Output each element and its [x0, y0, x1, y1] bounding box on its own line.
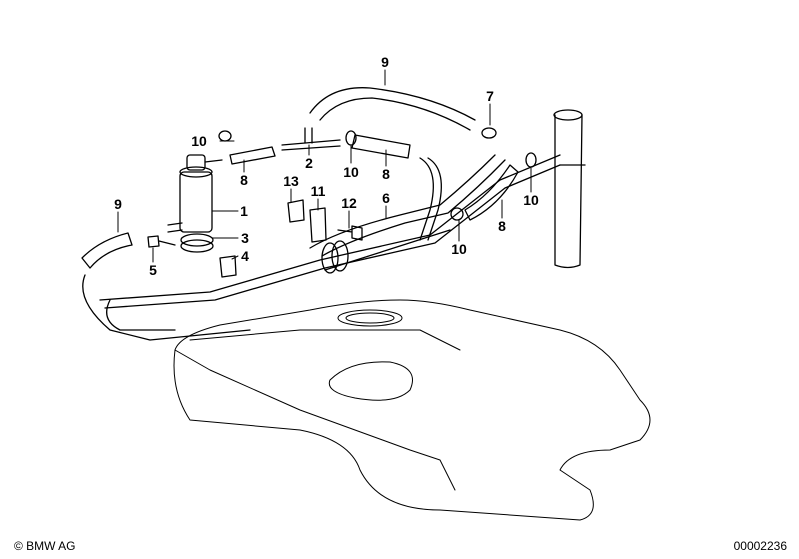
leader-lines — [117, 69, 532, 263]
grommet-11 — [309, 207, 349, 274]
hose-clamps — [218, 127, 537, 221]
callout-10: 10 — [191, 133, 207, 149]
hose-9-left — [81, 232, 133, 269]
callout-5: 5 — [149, 262, 157, 278]
hose-8-left — [229, 146, 276, 165]
bracket-4 — [219, 255, 237, 278]
screw-12 — [337, 225, 363, 241]
hose-8-right — [464, 164, 519, 221]
callout-10: 10 — [343, 164, 359, 180]
filler-neck — [553, 109, 586, 269]
callout-9: 9 — [114, 196, 122, 212]
callout-13: 13 — [283, 173, 299, 189]
callout-6: 6 — [382, 190, 390, 206]
fuel-filter — [167, 154, 223, 233]
bolt-5 — [147, 235, 176, 248]
callout-11: 11 — [310, 183, 326, 199]
diagram-number: 00002236 — [733, 539, 787, 553]
hose-9-upper — [309, 87, 476, 131]
callout-7: 7 — [486, 88, 494, 104]
callout-8: 8 — [382, 166, 390, 182]
fuel-lines — [82, 154, 561, 341]
callout-10: 10 — [451, 241, 467, 257]
copyright-text: © BMW AG — [14, 539, 76, 553]
clamp-3 — [180, 233, 214, 253]
clip-13 — [287, 199, 305, 223]
callout-1: 1 — [240, 203, 248, 219]
callout-2: 2 — [305, 155, 313, 171]
callout-3: 3 — [241, 230, 249, 246]
hose-8-middle — [351, 134, 411, 159]
callout-8: 8 — [240, 172, 248, 188]
callout-10: 10 — [523, 192, 539, 208]
callout-12: 12 — [341, 195, 357, 211]
fuel-tank — [173, 299, 651, 521]
callout-8: 8 — [498, 218, 506, 234]
callout-4: 4 — [241, 248, 249, 264]
t-connector — [281, 127, 341, 151]
callout-9: 9 — [381, 54, 389, 70]
